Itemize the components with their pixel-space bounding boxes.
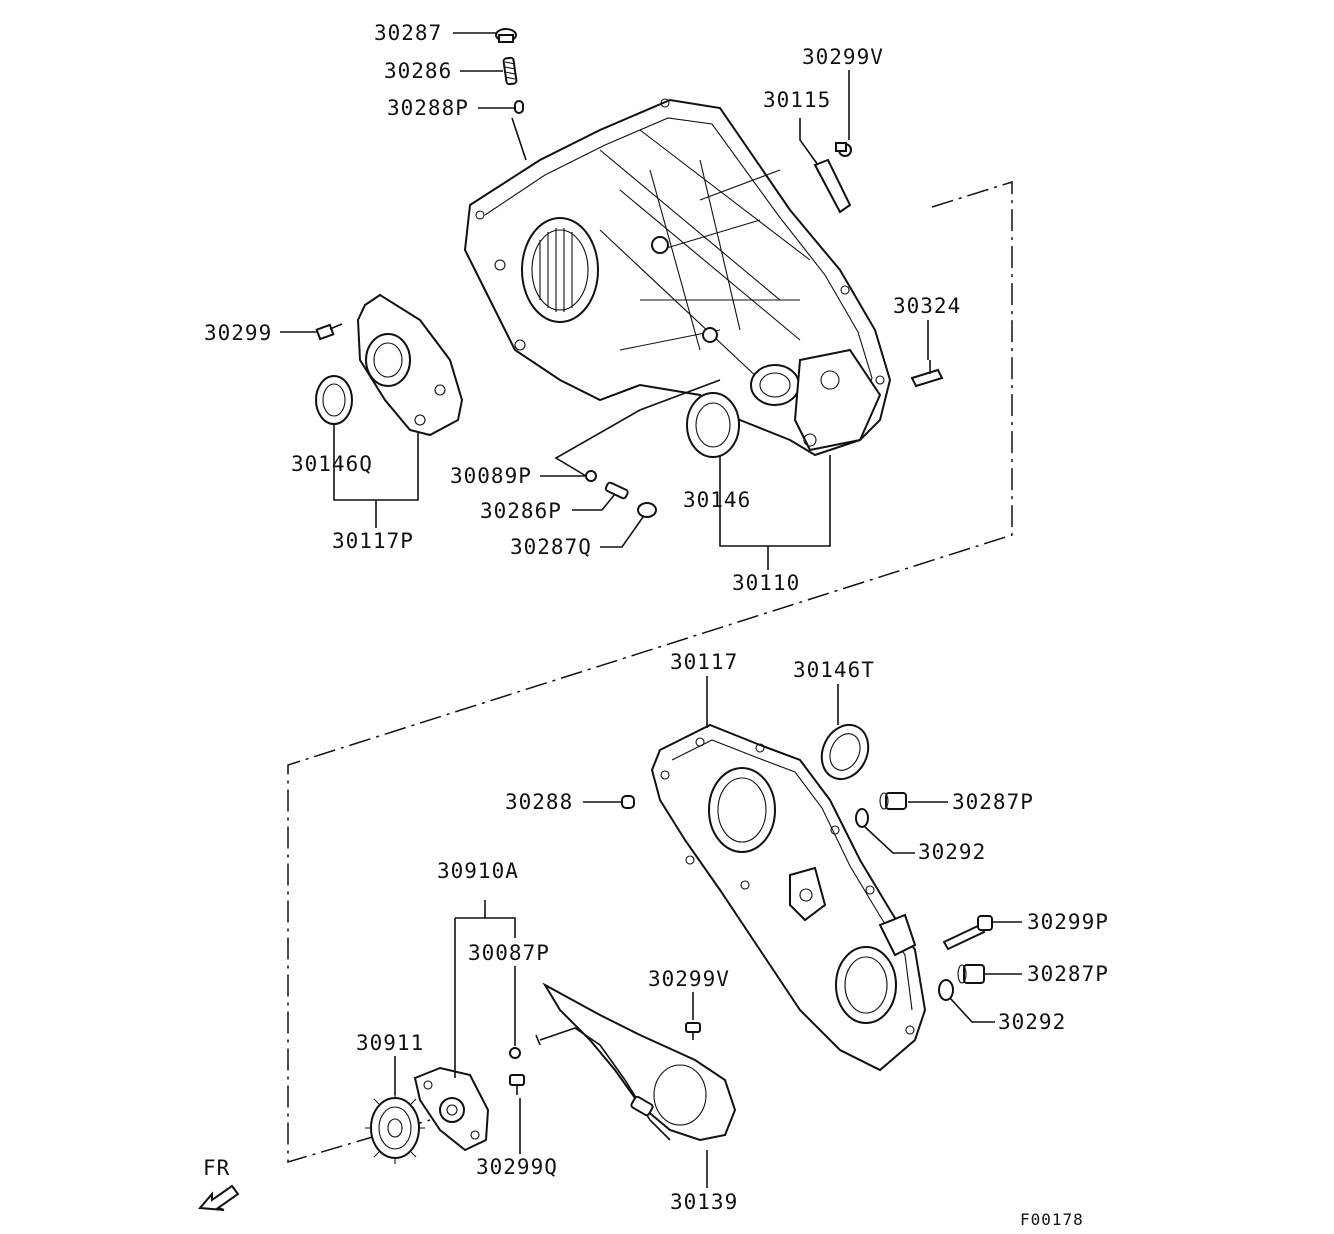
- transfer-case-housing: [463, 98, 892, 457]
- label-30324: 30324: [893, 294, 961, 318]
- plug-30287P-a: [879, 792, 907, 810]
- spring-30286P: [604, 481, 629, 500]
- gasket-30292-a: [855, 808, 869, 828]
- spring-30286: [502, 56, 518, 86]
- bolt-30299Q: [509, 1074, 525, 1095]
- direction-label: FR: [203, 1156, 230, 1180]
- label-30288: 30288: [505, 790, 573, 814]
- label-30146Q: 30146Q: [291, 452, 373, 476]
- label-30087P: 30087P: [468, 941, 550, 965]
- oil-seal-30146: [686, 392, 740, 458]
- assembly-boundary: [287, 180, 1013, 1164]
- label-30299: 30299: [204, 321, 272, 345]
- label-30299V-top: 30299V: [802, 45, 884, 69]
- ball-30288P: [514, 100, 524, 114]
- breather-30324: [910, 360, 944, 388]
- label-30288P: 30288P: [387, 96, 469, 120]
- plug-30287P-b: [957, 964, 985, 984]
- label-30911: 30911: [356, 1031, 424, 1055]
- label-30292-a: 30292: [918, 840, 986, 864]
- label-30117P: 30117P: [332, 529, 414, 553]
- label-30287: 30287: [374, 21, 442, 45]
- label-30910A: 30910A: [437, 859, 519, 883]
- rear-cover: [650, 723, 927, 1072]
- gasket-30292-b: [938, 979, 954, 1001]
- label-30299P: 30299P: [1027, 910, 1109, 934]
- label-30110: 30110: [732, 571, 800, 595]
- oil-tube-30139: [535, 982, 737, 1142]
- oil-pump-30910A: [413, 1066, 490, 1152]
- label-30299Q: 30299Q: [476, 1155, 558, 1179]
- front-direction-arrow-icon: [197, 1184, 240, 1211]
- bolt-30299-left: [315, 323, 343, 341]
- label-30286: 30286: [384, 59, 452, 83]
- label-30146T: 30146T: [793, 658, 875, 682]
- label-30286P: 30286P: [480, 499, 562, 523]
- label-30089P: 30089P: [450, 464, 532, 488]
- plate-30115: [813, 158, 852, 214]
- label-30115: 30115: [763, 88, 831, 112]
- oil-seal-30146T: [820, 723, 870, 781]
- gear-30911: [365, 1092, 425, 1164]
- label-30287P-a: 30287P: [952, 790, 1034, 814]
- plug-30287: [495, 28, 517, 43]
- bolt-30299V-bottom: [685, 1022, 701, 1040]
- ball-30288: [621, 795, 635, 809]
- bolt-30299P: [942, 915, 993, 951]
- plug-30287Q: [637, 502, 657, 518]
- retainer-30117P: [356, 293, 464, 437]
- oil-seal-30146Q: [315, 375, 353, 425]
- label-30139: 30139: [670, 1190, 738, 1214]
- label-30292-b: 30292: [998, 1010, 1066, 1034]
- label-30287Q: 30287Q: [510, 535, 592, 559]
- bolt-30299V-top: [835, 142, 852, 157]
- label-30299V-bottom: 30299V: [648, 967, 730, 991]
- o-ring-30089P: [585, 470, 597, 482]
- label-30146: 30146: [683, 488, 751, 512]
- label-30117: 30117: [670, 650, 738, 674]
- figure-code: F00178: [1020, 1210, 1084, 1229]
- o-ring-30087P: [509, 1047, 521, 1059]
- label-30287P-b: 30287P: [1027, 962, 1109, 986]
